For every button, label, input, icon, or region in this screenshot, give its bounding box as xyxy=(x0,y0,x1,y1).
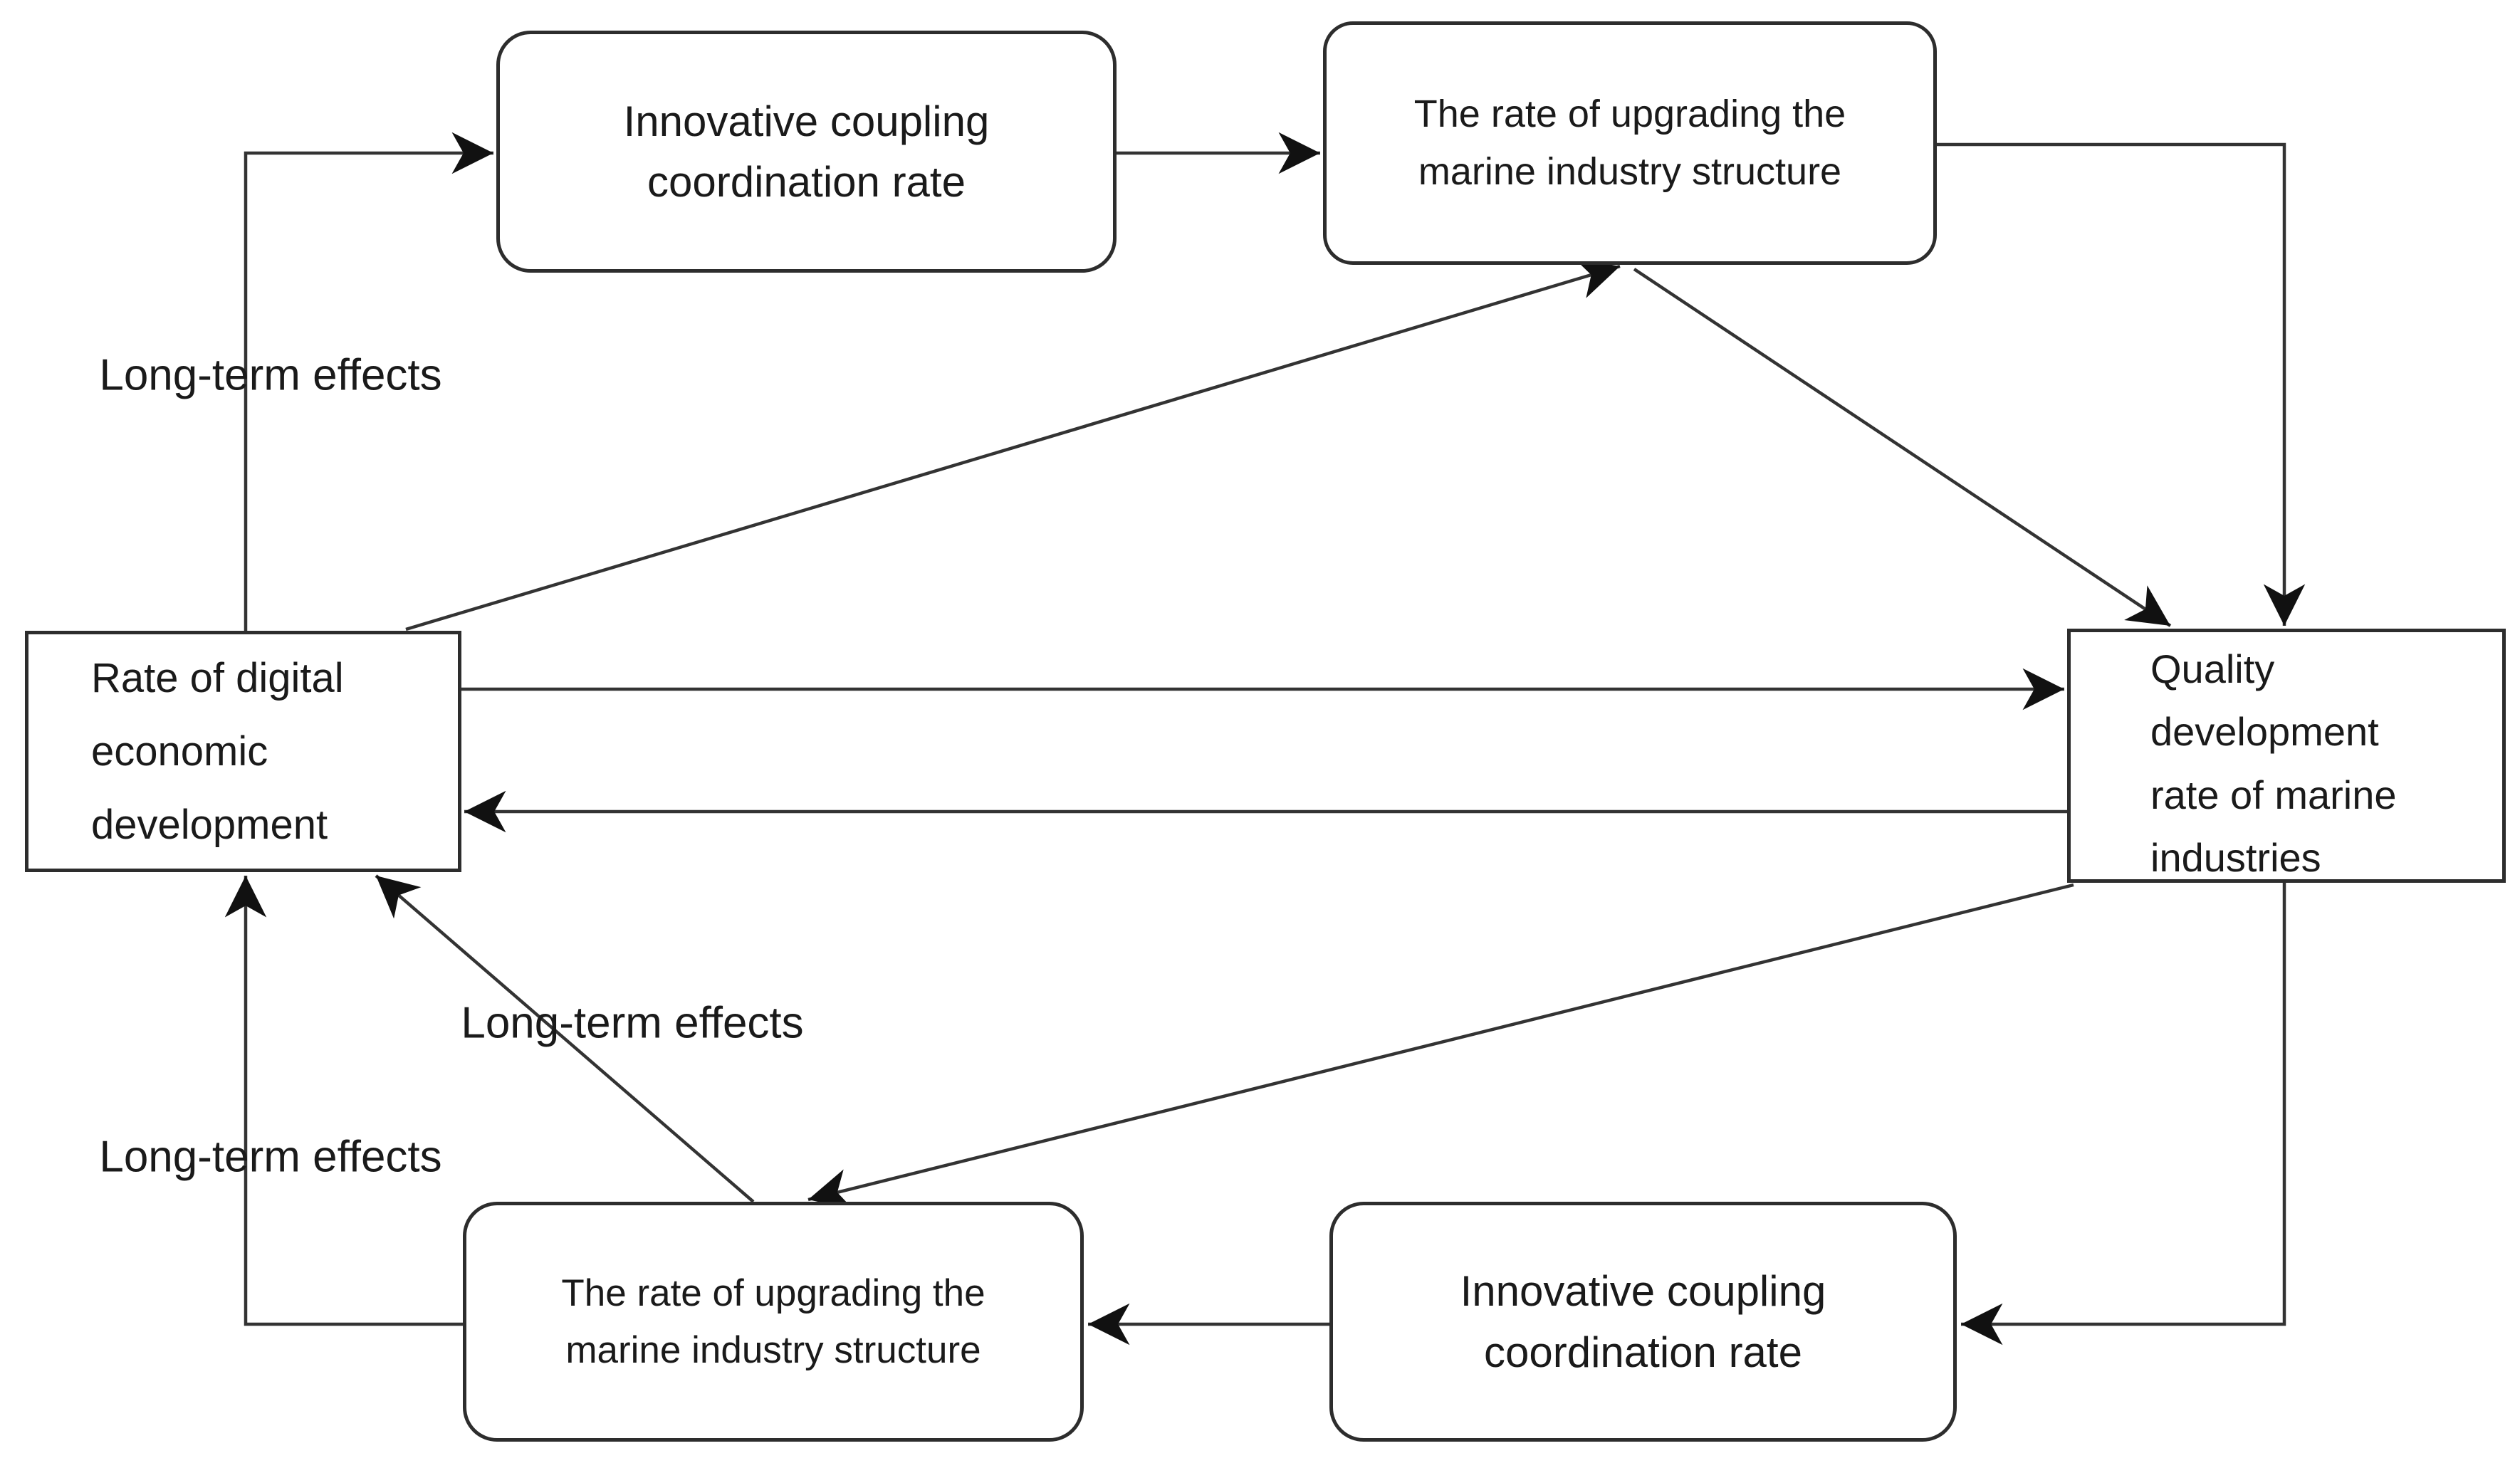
annotation-long-term-effects-top: Long-term effects xyxy=(99,350,442,400)
annotation-long-term-effects-bottom: Long-term effects xyxy=(99,1132,442,1182)
node-digital-economic: Rate of digital economic development xyxy=(25,631,461,872)
node-innovative-coupling-top: Innovative coupling coordination rate xyxy=(496,31,1117,273)
edge-digital-to-innovative-top xyxy=(244,132,493,631)
edge-upgrading-bottom-to-digital-via-left xyxy=(224,876,463,1326)
edge-quality-to-innovative-bottom xyxy=(1961,883,2286,1346)
edge-upgrading-top-to-quality-via-right xyxy=(1937,142,2306,626)
node-upgrading-marine-bottom-label: The rate of upgrading the marine industr… xyxy=(561,1272,985,1371)
node-innovative-coupling-bottom-label: Innovative coupling coordination rate xyxy=(1460,1267,1826,1376)
node-digital-economic-label: Rate of digital economic development xyxy=(91,654,344,849)
node-quality-marine-label: Quality development rate of marine indus… xyxy=(2150,646,2397,881)
edge-upgrading-bottom-to-digital-diagonal xyxy=(375,874,755,1203)
edge-digital-to-upgrading-top-diagonal xyxy=(405,258,1621,631)
node-upgrading-marine-top-label: The rate of upgrading the marine industr… xyxy=(1413,93,1846,193)
node-upgrading-marine-bottom: The rate of upgrading the marine industr… xyxy=(463,1202,1084,1442)
node-innovative-coupling-bottom: Innovative coupling coordination rate xyxy=(1329,1202,1957,1442)
edge-upgrading-top-to-quality-diagonal xyxy=(1633,268,2172,627)
node-upgrading-marine-top: The rate of upgrading the marine industr… xyxy=(1323,21,1937,265)
edge-quality-to-upgrading-bottom-diagonal xyxy=(807,883,2074,1210)
node-innovative-coupling-top-label: Innovative coupling coordination rate xyxy=(623,97,990,206)
annotation-long-term-effects-middle: Long-term effects xyxy=(461,998,804,1048)
node-quality-marine: Quality development rate of marine indus… xyxy=(2067,629,2506,883)
